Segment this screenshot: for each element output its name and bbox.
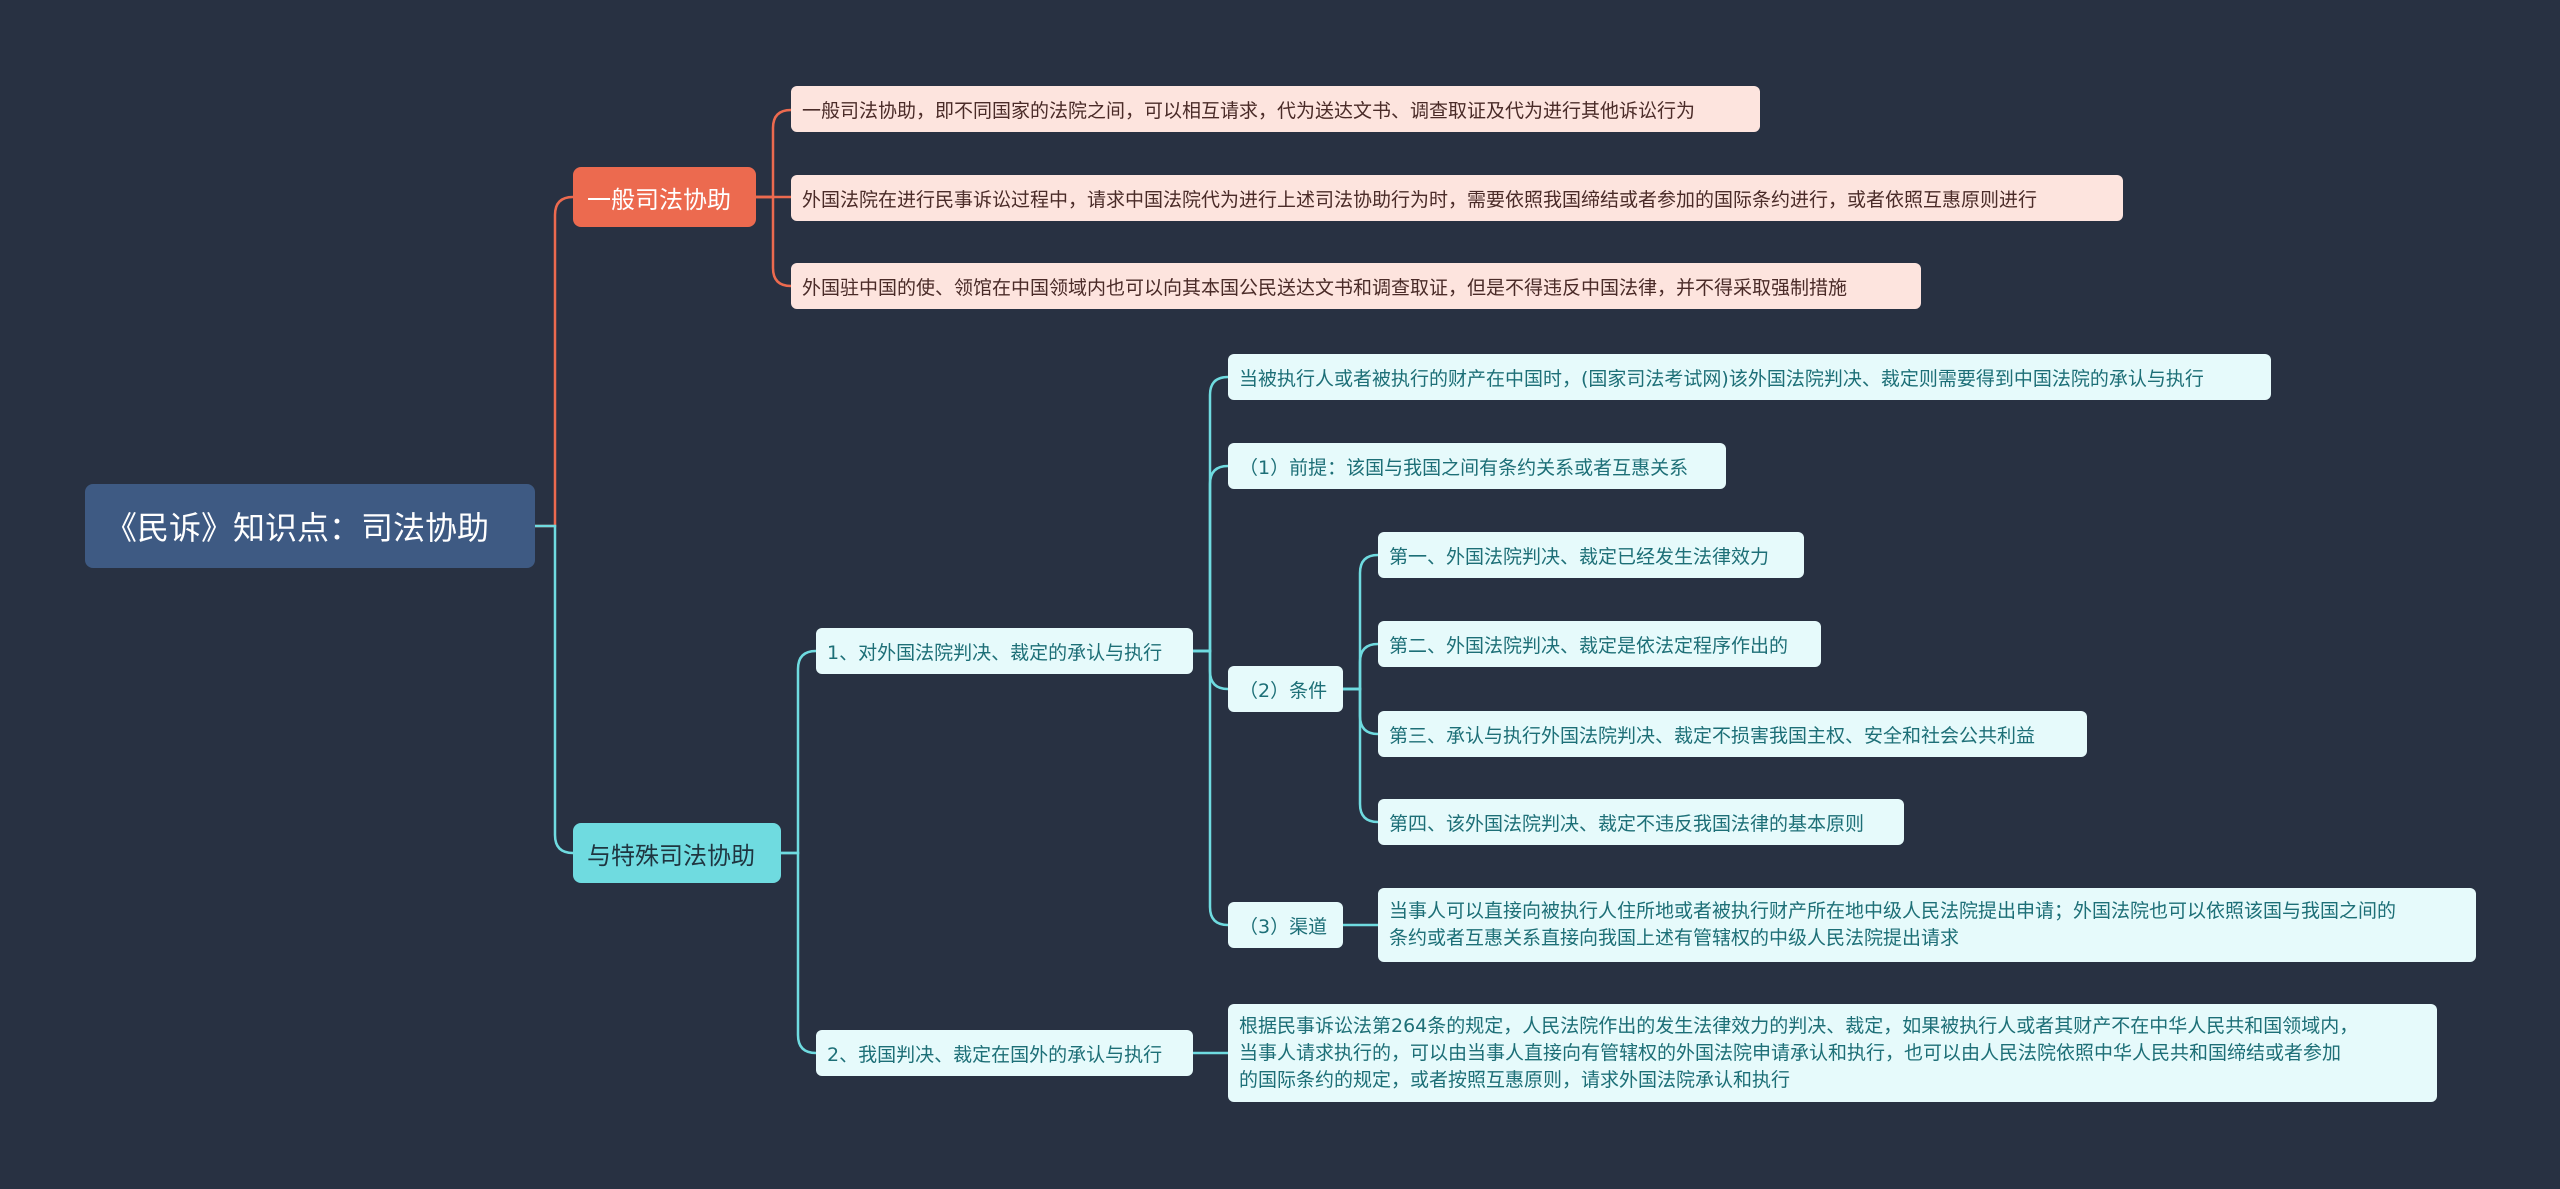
recognition-intro-text: 当被执行人或者被执行的财产在中国时，(国家司法考试网)该外国法院判决、裁定则需要… xyxy=(1239,367,2204,390)
condition-3[interactable]: 第三、承认与执行外国法院判决、裁定不损害我国主权、安全和社会公共利益 xyxy=(1378,711,2087,757)
edge-recognition-intro xyxy=(1191,375,1230,653)
edge-general-1 xyxy=(754,108,793,199)
edge-condition-1 xyxy=(1341,553,1380,691)
channel-detail[interactable]: 当事人可以直接向被执行人住所地或者被执行财产所在地中级人民法院提出申请；外国法院… xyxy=(1378,888,2476,962)
root-node[interactable]: 《民诉》知识点：司法协助 xyxy=(85,484,535,568)
branch-general[interactable]: 一般司法协助 xyxy=(573,167,756,227)
edge-recognition-channel xyxy=(1191,649,1230,927)
recognition-intro[interactable]: 当被执行人或者被执行的财产在中国时，(国家司法考试网)该外国法院判决、裁定则需要… xyxy=(1228,354,2271,400)
recognition-conditions-label: （2）条件 xyxy=(1239,679,1328,702)
edge-general-3 xyxy=(754,195,793,288)
condition-1-text: 第一、外国法院判决、裁定已经发生法律效力 xyxy=(1389,545,1770,568)
general-leaf-3[interactable]: 外国驻中国的使、领馆在中国领域内也可以向其本国公民送达文书和调查取证，但是不得违… xyxy=(791,263,1921,309)
condition-2[interactable]: 第二、外国法院判决、裁定是依法定程序作出的 xyxy=(1378,621,1821,667)
root-label: 《民诉》知识点：司法协助 xyxy=(105,509,490,547)
subtopic-abroad[interactable]: 2、我国判决、裁定在国外的承认与执行 xyxy=(816,1030,1193,1076)
branch-special[interactable]: 与特殊司法协助 xyxy=(573,823,781,883)
subtopic-recognition[interactable]: 1、对外国法院判决、裁定的承认与执行 xyxy=(816,628,1193,674)
general-leaf-1-text: 一般司法协助，即不同国家的法院之间，可以相互请求，代为送达文书、调查取证及代为进… xyxy=(802,99,1696,122)
edge-special-recognition xyxy=(779,649,818,855)
abroad-detail-line: 当事人请求执行的，可以由当事人直接向有管辖权的外国法院申请承认和执行，也可以由人… xyxy=(1239,1041,2342,1064)
abroad-detail[interactable]: 根据民事诉讼法第264条的规定，人民法院作出的发生法律效力的判决、裁定，如果被执… xyxy=(1228,1004,2437,1102)
condition-2-text: 第二、外国法院判决、裁定是依法定程序作出的 xyxy=(1389,634,1789,657)
condition-4[interactable]: 第四、该外国法院判决、裁定不违反我国法律的基本原则 xyxy=(1378,799,1904,845)
general-leaf-2[interactable]: 外国法院在进行民事诉讼过程中，请求中国法院代为进行上述司法协助行为时，需要依照我… xyxy=(791,175,2123,221)
edge-condition-4 xyxy=(1341,687,1380,824)
abroad-detail-line: 根据民事诉讼法第264条的规定，人民法院作出的发生法律效力的判决、裁定，如果被执… xyxy=(1239,1014,2359,1037)
recognition-conditions[interactable]: （2）条件 xyxy=(1228,666,1343,712)
branch-general-label: 一般司法协助 xyxy=(587,185,731,214)
recognition-premise-text: （1）前提：该国与我国之间有条约关系或者互惠关系 xyxy=(1239,456,1689,479)
channel-detail-line: 条约或者互惠关系直接向我国上述有管辖权的中级人民法院提出请求 xyxy=(1389,927,1960,949)
condition-1[interactable]: 第一、外国法院判决、裁定已经发生法律效力 xyxy=(1378,532,1804,578)
channel-detail-text: 当事人可以直接向被执行人住所地或者被执行财产所在地中级人民法院提出申请；外国法院… xyxy=(1389,898,2396,952)
general-leaf-2-text: 外国法院在进行民事诉讼过程中，请求中国法院代为进行上述司法协助行为时，需要依照我… xyxy=(802,188,2038,211)
abroad-detail-text: 根据民事诉讼法第264条的规定，人民法院作出的发生法律效力的判决、裁定，如果被执… xyxy=(1239,1013,2358,1094)
subtopic-abroad-label: 2、我国判决、裁定在国外的承认与执行 xyxy=(827,1043,1163,1066)
edge-special-abroad xyxy=(779,851,818,1055)
condition-4-text: 第四、该外国法院判决、裁定不违反我国法律的基本原则 xyxy=(1389,812,1865,835)
recognition-channel[interactable]: （3）渠道 xyxy=(1228,902,1343,948)
edge-recognition-premise xyxy=(1191,464,1230,653)
channel-detail-line: 当事人可以直接向被执行人住所地或者被执行财产所在地中级人民法院提出申请；外国法院… xyxy=(1389,900,2397,922)
general-leaf-3-text: 外国驻中国的使、领馆在中国领域内也可以向其本国公民送达文书和调查取证，但是不得违… xyxy=(802,276,1848,299)
general-leaf-1[interactable]: 一般司法协助，即不同国家的法院之间，可以相互请求，代为送达文书、调查取证及代为进… xyxy=(791,86,1760,132)
recognition-channel-label: （3）渠道 xyxy=(1239,915,1328,938)
edge-root-general xyxy=(533,195,575,528)
abroad-detail-line: 的国际条约的规定，或者按照互惠原则，请求外国法院承认和执行 xyxy=(1239,1068,1791,1091)
recognition-premise[interactable]: （1）前提：该国与我国之间有条约关系或者互惠关系 xyxy=(1228,443,1726,489)
subtopic-recognition-label: 1、对外国法院判决、裁定的承认与执行 xyxy=(827,641,1163,664)
edge-condition-2 xyxy=(1341,642,1380,691)
branch-special-label: 与特殊司法协助 xyxy=(587,841,755,870)
condition-3-text: 第三、承认与执行外国法院判决、裁定不损害我国主权、安全和社会公共利益 xyxy=(1389,724,2036,747)
edge-root-special xyxy=(533,524,575,855)
